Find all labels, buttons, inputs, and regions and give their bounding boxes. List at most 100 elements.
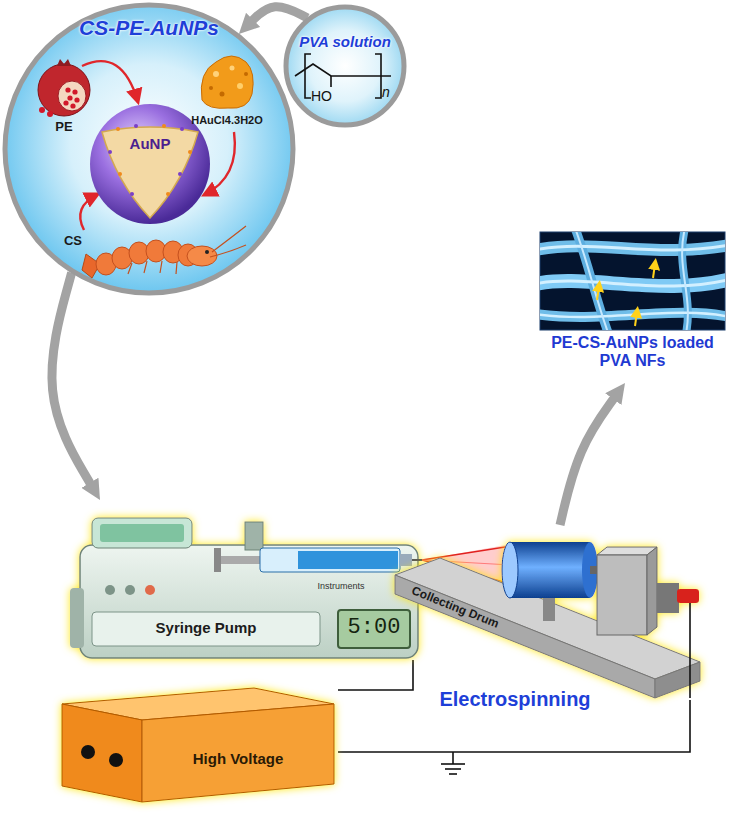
pointer-arrows: [597, 264, 655, 326]
image-caption: PE-CS-AuNPs loaded PVA NFs: [535, 334, 730, 371]
nanofibers: [682, 232, 688, 330]
wire: [689, 603, 691, 698]
nanofibers: [540, 244, 725, 250]
pump-body: [70, 518, 418, 658]
reaction-arrow: [80, 194, 98, 230]
gold-salt-picture: [244, 72, 248, 76]
box-faces: [62, 704, 142, 802]
drum-rig: [395, 542, 700, 698]
shrimp-picture: [128, 226, 246, 274]
process-title: Electrospinning: [425, 688, 605, 711]
flow-arrow: [560, 396, 616, 525]
shrimp-picture: [160, 261, 162, 273]
drum-rig: [677, 589, 699, 603]
pomegranate-picture: [58, 81, 86, 111]
brand-text: Instruments: [306, 581, 376, 591]
nanofibers: [540, 244, 725, 250]
surface-dots: [178, 172, 182, 176]
pump-body: [70, 588, 84, 648]
ingredient-circle: CS-PE-AuNPs AuNP: [2, 2, 296, 296]
lcd-readout: 5:00: [338, 615, 410, 640]
surface-dots: [116, 127, 120, 131]
sem-image: PE-CS-AuNPs loaded PVA NFs: [535, 228, 730, 383]
pomegranate-picture: [65, 87, 70, 92]
terminal-dot: [109, 753, 123, 767]
pomegranate-picture: [47, 111, 53, 117]
pump-controls: [145, 585, 155, 595]
pump-body: [245, 522, 263, 550]
pump-controls: [338, 610, 410, 648]
text-slot: Syringe Pump: [92, 619, 320, 636]
surface-dots: [180, 127, 184, 131]
collecting-drum: [385, 525, 705, 700]
ground-symbol: [449, 773, 457, 775]
nanofibers: [540, 313, 725, 318]
shrimp-picture: [176, 262, 177, 274]
shrimp-picture: [128, 263, 132, 274]
nanofibers: [575, 232, 610, 330]
shrimp-picture: [210, 245, 246, 257]
syringe: [220, 556, 262, 564]
device-name: Syringe Pump: [92, 619, 320, 636]
drum-rig: [510, 542, 590, 598]
shrimp-picture: [212, 226, 246, 252]
text-slot: PVA solution: [285, 33, 405, 50]
shrimp-picture: [82, 226, 246, 278]
shrimp-picture: [144, 261, 147, 273]
drum-rig: [597, 555, 647, 635]
circle-outline: [5, 5, 293, 293]
surface-dots: [188, 150, 192, 154]
chemical-group: HO: [311, 88, 339, 104]
gold-salt-picture: [201, 56, 253, 108]
circle-outline: [286, 7, 404, 125]
jet-line: [422, 546, 511, 560]
pump-controls: [92, 612, 320, 646]
pomegranate-picture: [67, 95, 72, 100]
ground-symbol: [441, 752, 465, 774]
pump-body: [92, 518, 192, 548]
particle-name: AuNP: [100, 135, 200, 152]
nanofibers: [540, 313, 725, 318]
pump-controls: [92, 585, 410, 648]
pomegranate-picture: [72, 89, 77, 94]
pump-body: [80, 545, 418, 658]
drum-rig: [543, 595, 555, 621]
ground-symbol: [441, 763, 465, 765]
voltage-box: High Voltage: [58, 676, 338, 806]
text-slot: CS-PE-AuNPs: [59, 16, 239, 40]
text-slot: 5:00: [338, 615, 410, 640]
text-slot: High Voltage: [158, 750, 318, 767]
surface-dots: [108, 150, 112, 154]
drum-rig: [657, 583, 679, 613]
ingredient-label: CS: [58, 234, 88, 249]
syringe: [260, 548, 400, 572]
pump-controls: [125, 585, 135, 595]
drum-rig: [502, 542, 518, 598]
pump-body: [100, 524, 184, 542]
ground-symbol: [452, 752, 454, 764]
flow-arrow: [250, 7, 307, 23]
gold-salt-picture: [230, 66, 235, 71]
text-slot: Electrospinning: [425, 688, 605, 711]
ground-symbol: [445, 768, 461, 770]
device-name: High Voltage: [158, 750, 318, 767]
surface-dots: [108, 124, 192, 196]
ingredient-label: HAuCl4.3H2O: [182, 114, 272, 127]
text-slot: PE: [49, 120, 79, 135]
reaction-arrow: [82, 61, 138, 102]
text-slot: PE-CS-AuNPs loaded PVA NFs: [535, 334, 730, 371]
pomegranate-picture: [63, 100, 68, 105]
surface-dots: [118, 172, 122, 176]
wire: [338, 660, 413, 690]
syringe: [214, 548, 422, 572]
text-slot: n: [382, 84, 394, 100]
pva-circle: [283, 4, 407, 128]
text-slot: HO: [311, 88, 339, 104]
pomegranate-picture: [38, 59, 90, 117]
box-faces: [142, 704, 334, 802]
pva-structure: [305, 54, 311, 98]
text-slot: HAuCl4.3H2O: [182, 114, 272, 127]
nanofibers: [540, 232, 725, 330]
